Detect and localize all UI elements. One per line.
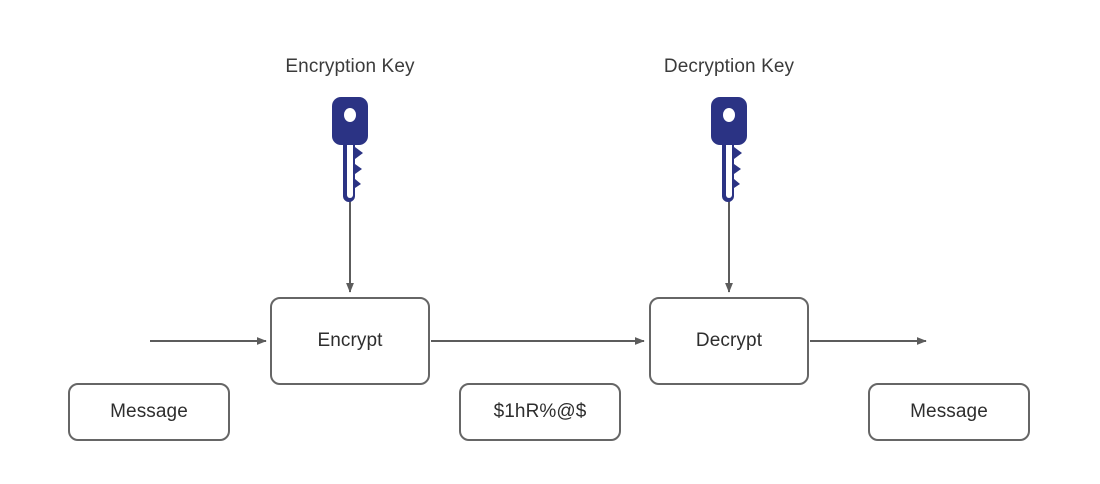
encryption-key-label: Encryption Key xyxy=(285,56,415,77)
encrypt-node[interactable]: Encrypt xyxy=(270,297,430,385)
encryption-key-icon xyxy=(322,95,378,207)
plaintext-input-box[interactable]: Message xyxy=(68,383,230,441)
decrypt-node[interactable]: Decrypt xyxy=(649,297,809,385)
decryption-key-icon xyxy=(701,95,757,207)
plaintext-output-box[interactable]: Message xyxy=(868,383,1030,441)
decryption-key-label: Decryption Key xyxy=(663,56,795,77)
ciphertext-box[interactable]: $1hR%@$ xyxy=(459,383,621,441)
